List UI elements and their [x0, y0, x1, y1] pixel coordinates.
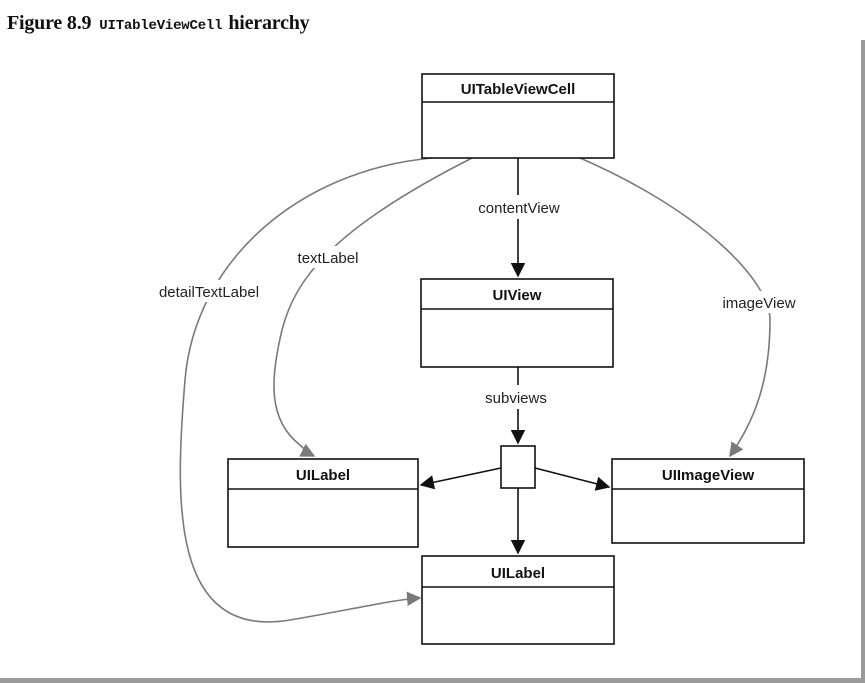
edge-junction-to-left-label: [419, 467, 502, 490]
label-subviews: subviews: [485, 390, 547, 407]
edge-text-label: [273, 157, 473, 457]
node-uiview: UIView: [420, 278, 614, 368]
node-uilabel-bottom: UILabel: [421, 555, 615, 645]
node-uiview-title: UIView: [493, 287, 542, 304]
label-image-view: imageView: [722, 295, 795, 312]
label-text-label: textLabel: [298, 250, 359, 267]
node-uilabel-bottom-title: UILabel: [491, 565, 545, 582]
node-uilabel-left: UILabel: [227, 458, 419, 548]
node-uiimageview-title: UIImageView: [662, 467, 755, 484]
figure-number: Figure 8.9: [7, 12, 92, 34]
node-uitableviewcell-title: UITableViewCell: [461, 81, 576, 98]
figure-frame: [0, 40, 865, 683]
edge-detail-text-label: [179, 157, 433, 623]
figure-code-term: UITableViewCell: [99, 18, 223, 34]
label-detail-text-label: detailTextLabel: [159, 284, 259, 301]
figure-title: Figure 8.9 UITableViewCell hierarchy: [7, 12, 310, 35]
label-content-view: contentView: [478, 200, 560, 217]
node-junction: [500, 445, 536, 489]
node-uiimageview: UIImageView: [611, 458, 805, 544]
node-uilabel-left-title: UILabel: [296, 467, 350, 484]
edge-junction-to-image-view: [534, 467, 611, 491]
node-uitableviewcell: UITableViewCell: [421, 73, 615, 159]
figure-title-text: hierarchy: [228, 12, 310, 34]
